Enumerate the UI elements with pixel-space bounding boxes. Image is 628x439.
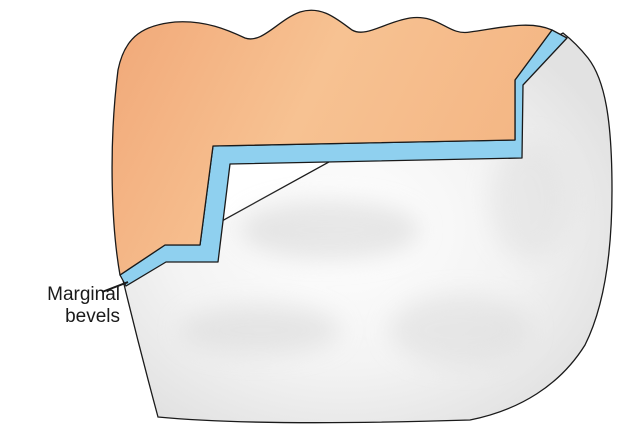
annotation-label-line1: Marginal [0, 284, 120, 306]
annotation-label-line2: bevels [0, 306, 120, 328]
